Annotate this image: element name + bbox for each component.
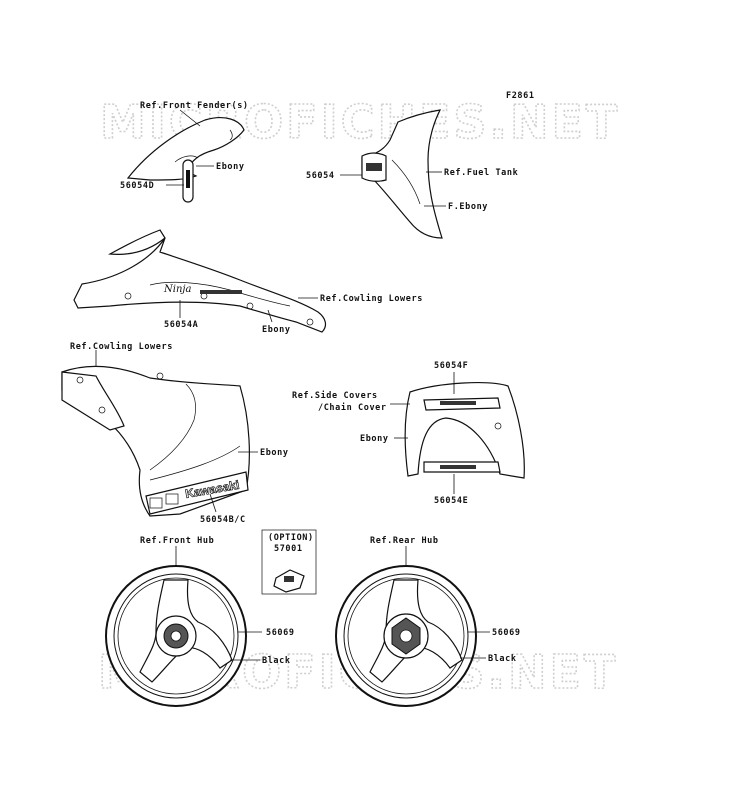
fuel-tank-decal: [361, 109, 443, 239]
tail-cover: [404, 382, 525, 479]
label-ref-side-covers: Ref.Side Covers: [292, 390, 378, 401]
label-ref-front-hub: Ref.Front Hub: [140, 536, 214, 546]
label-ref-front-fender: Ref.Front Fender(s): [140, 101, 249, 111]
label-ref-fuel-tank: Ref.Fuel Tank: [444, 168, 518, 178]
label-ebony-fender: Ebony: [216, 162, 245, 172]
label-56069-front: 56069: [266, 628, 295, 638]
label-ref-cowling-lowers-side: Ref.Cowling Lowers: [70, 341, 173, 352]
option-kit: [261, 529, 317, 595]
label-black-front: Black: [262, 656, 291, 666]
label-ebony-side: Ebony: [260, 448, 289, 458]
label-56054A: 56054A: [164, 320, 198, 330]
label-option: (OPTION): [268, 533, 314, 543]
label-f-ebony: F.Ebony: [448, 202, 488, 212]
label-56054E: 56054E: [434, 496, 468, 506]
ninja-logo: Ninja: [163, 284, 191, 295]
front-wheel: [105, 565, 247, 707]
label-ref-cowling-lowers-top: Ref.Cowling Lowers: [320, 293, 423, 304]
label-56054: 56054: [306, 171, 335, 181]
rear-wheel: [335, 565, 477, 707]
label-black-rear: Black: [488, 654, 517, 664]
label-56054F: 56054F: [434, 361, 468, 371]
label-ref-rear-hub: Ref.Rear Hub: [370, 536, 439, 546]
label-56054BC: 56054B/C: [200, 515, 246, 525]
front-fender: [126, 117, 245, 203]
label-ebony-tail: Ebony: [360, 434, 389, 444]
label-57001: 57001: [274, 544, 303, 554]
label-56054D: 56054D: [120, 181, 154, 191]
label-56069-rear: 56069: [492, 628, 521, 638]
figure-code: F2861: [506, 91, 535, 101]
label-ebony-cowl: Ebony: [262, 325, 291, 335]
upper-cowling: Ninja: [73, 229, 327, 333]
label-chain-cover: /Chain Cover: [318, 402, 387, 413]
side-cowling: Kawasaki: [61, 365, 250, 517]
